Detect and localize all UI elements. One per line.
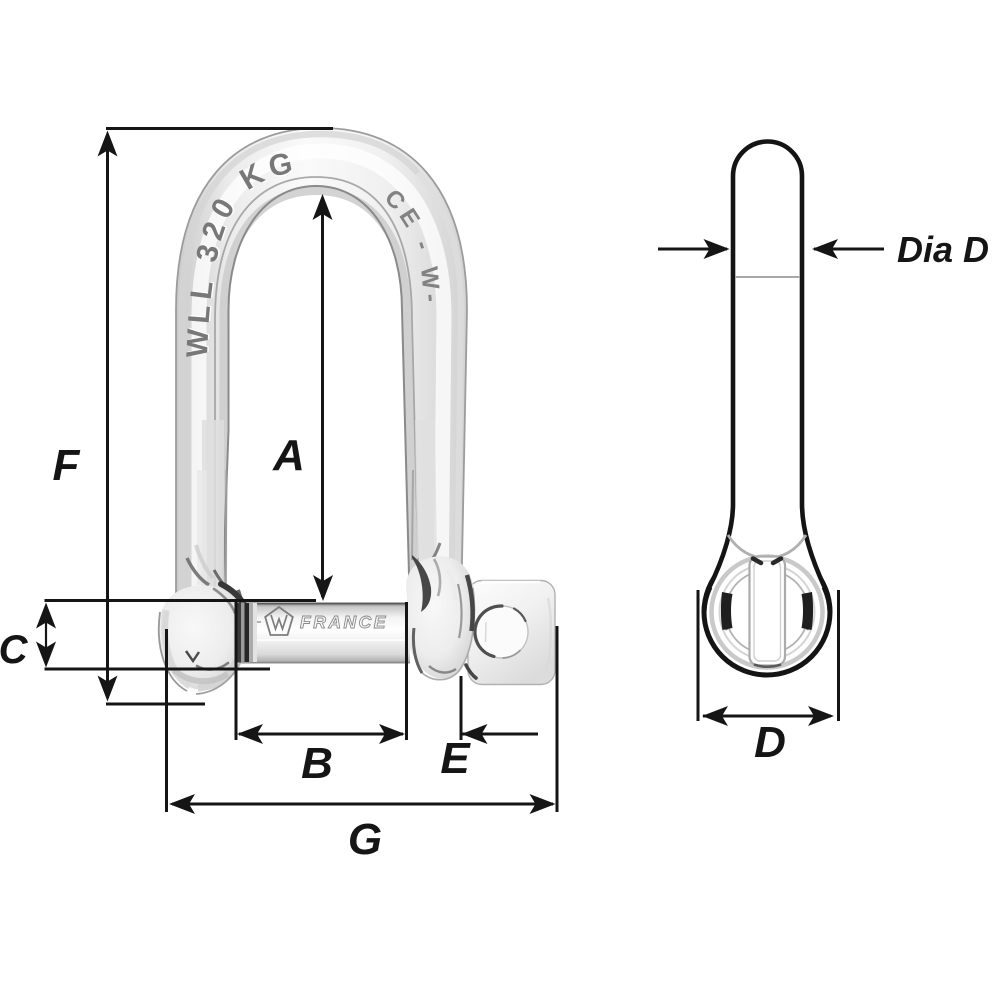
svg-text:Dia D: Dia D bbox=[897, 229, 989, 270]
svg-text:G: G bbox=[348, 815, 382, 864]
svg-text:C: C bbox=[0, 628, 29, 672]
svg-text:D: D bbox=[754, 718, 786, 767]
svg-text:B: B bbox=[301, 739, 333, 788]
svg-text:FRANCE: FRANCE bbox=[300, 612, 388, 632]
svg-text:E: E bbox=[440, 734, 471, 783]
svg-text:WLL 320 KG: WLL 320 KG bbox=[181, 145, 301, 358]
svg-text:A: A bbox=[272, 431, 305, 480]
svg-text:F: F bbox=[53, 441, 81, 490]
